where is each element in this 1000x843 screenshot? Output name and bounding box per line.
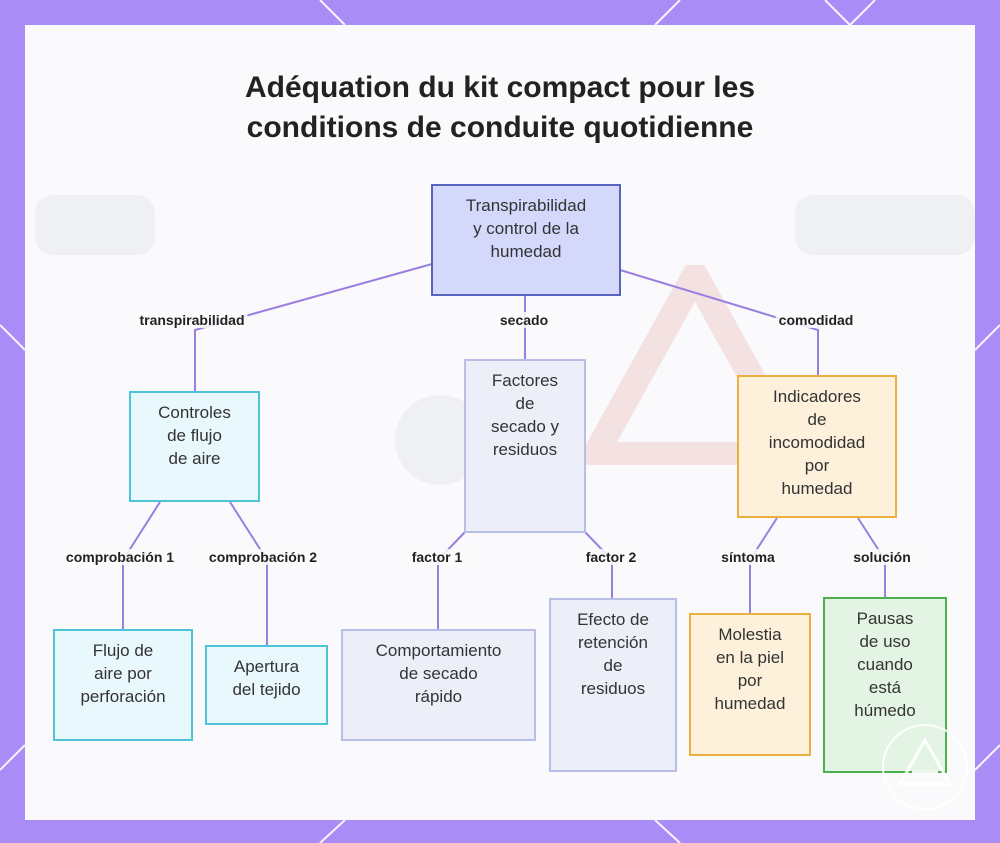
diagram-title: Adéquation du kit compact pour les condi… — [0, 68, 1000, 148]
background-badge-left — [35, 195, 155, 255]
edge-check1 — [122, 501, 161, 629]
node-perforation-airflow-line: Flujo de — [92, 641, 154, 660]
node-skin-discomfort[interactable]: Molestia en la piel por humedad — [689, 613, 811, 756]
edge-label-breathability: transpirabilidad — [136, 312, 248, 328]
node-skin-discomfort-line: Molestia — [718, 625, 782, 644]
node-skin-discomfort-line: humedad — [714, 694, 786, 713]
node-discomfort-indicators-line: por — [804, 456, 830, 475]
edge-label-factor2: factor 2 — [582, 549, 640, 565]
edge-label-check1: comprobación 1 — [62, 549, 178, 565]
node-drying-factors[interactable]: Factores de secado y residuos — [464, 359, 586, 533]
node-fabric-opening-line: Apertura — [233, 657, 300, 676]
edge-check2 — [229, 501, 268, 645]
node-root-line: Transpirabilidad — [465, 196, 587, 215]
node-airflow-controls-line: de flujo — [167, 426, 222, 445]
node-fabric-opening-line: del tejido — [232, 680, 301, 699]
edge-label-solution: solución — [850, 549, 914, 565]
node-wet-breaks-line: húmedo — [854, 701, 916, 720]
title-line-1: Adéquation du kit compact pour les — [244, 71, 756, 104]
edge-symptom — [749, 517, 778, 613]
node-airflow-controls-line: Controles — [158, 403, 231, 422]
node-skin-discomfort-line: por — [737, 671, 763, 690]
node-discomfort-indicators-line: de — [807, 410, 827, 429]
edge-factor2 — [584, 531, 613, 598]
node-fabric-opening[interactable]: Apertura del tejido — [205, 645, 328, 725]
node-perforation-airflow-line: perforación — [80, 687, 166, 706]
edge-label-factor1: factor 1 — [408, 549, 466, 565]
edge-root-comfort — [619, 269, 819, 375]
title-line-2: conditions de conduite quotidienne — [246, 111, 754, 144]
node-residue-retention-line: residuos — [580, 679, 646, 698]
node-skin-discomfort-line: en la piel — [715, 648, 785, 667]
corner-logo-icon — [882, 724, 968, 810]
node-airflow-controls[interactable]: Controles de flujo de aire — [129, 391, 260, 502]
node-fast-drying[interactable]: Comportamiento de secado rápido — [341, 629, 536, 741]
edge-label-check2: comprobación 2 — [205, 549, 321, 565]
node-wet-breaks-line: de uso — [859, 632, 911, 651]
node-fast-drying-line: rápido — [414, 687, 463, 706]
node-drying-factors-line: residuos — [492, 440, 558, 459]
node-discomfort-indicators-line: Indicadores — [773, 387, 861, 406]
node-drying-factors-line: de — [515, 394, 535, 413]
node-residue-retention-line: Efecto de — [577, 610, 649, 629]
node-discomfort-indicators-line: incomodidad — [768, 433, 866, 452]
node-root-line: y control de la — [473, 219, 579, 238]
node-discomfort-indicators-line: humedad — [781, 479, 853, 498]
node-drying-factors-line: secado y — [490, 417, 560, 436]
node-airflow-controls-line: de aire — [168, 449, 221, 468]
edge-label-comfort: comodidad — [775, 312, 857, 328]
background-badge-right — [795, 195, 975, 255]
node-drying-factors-line: Factores — [491, 371, 559, 390]
node-residue-retention[interactable]: Efecto de retención de residuos — [549, 598, 677, 772]
node-perforation-airflow-line: aire por — [94, 664, 152, 683]
edge-factor1 — [437, 531, 466, 629]
node-wet-breaks-line: cuando — [857, 655, 913, 674]
node-wet-breaks-line: está — [868, 678, 902, 697]
node-wet-breaks-line: Pausas — [856, 609, 914, 628]
node-discomfort-indicators[interactable]: Indicadores de incomodidad por humedad — [737, 375, 897, 518]
node-fast-drying-line: de secado — [399, 664, 478, 683]
node-fast-drying-line: Comportamiento — [375, 641, 502, 660]
background-warning-triangle — [585, 265, 805, 465]
edge-root-airflow — [194, 263, 433, 391]
edge-label-symptom: síntoma — [718, 549, 778, 565]
node-root-line: humedad — [490, 242, 562, 261]
node-perforation-airflow[interactable]: Flujo de aire por perforación — [53, 629, 193, 741]
edge-label-drying: secado — [496, 312, 552, 328]
node-residue-retention-line: de — [603, 656, 623, 675]
node-residue-retention-line: retención — [578, 633, 648, 652]
node-root[interactable]: Transpirabilidad y control de la humedad — [431, 184, 621, 296]
